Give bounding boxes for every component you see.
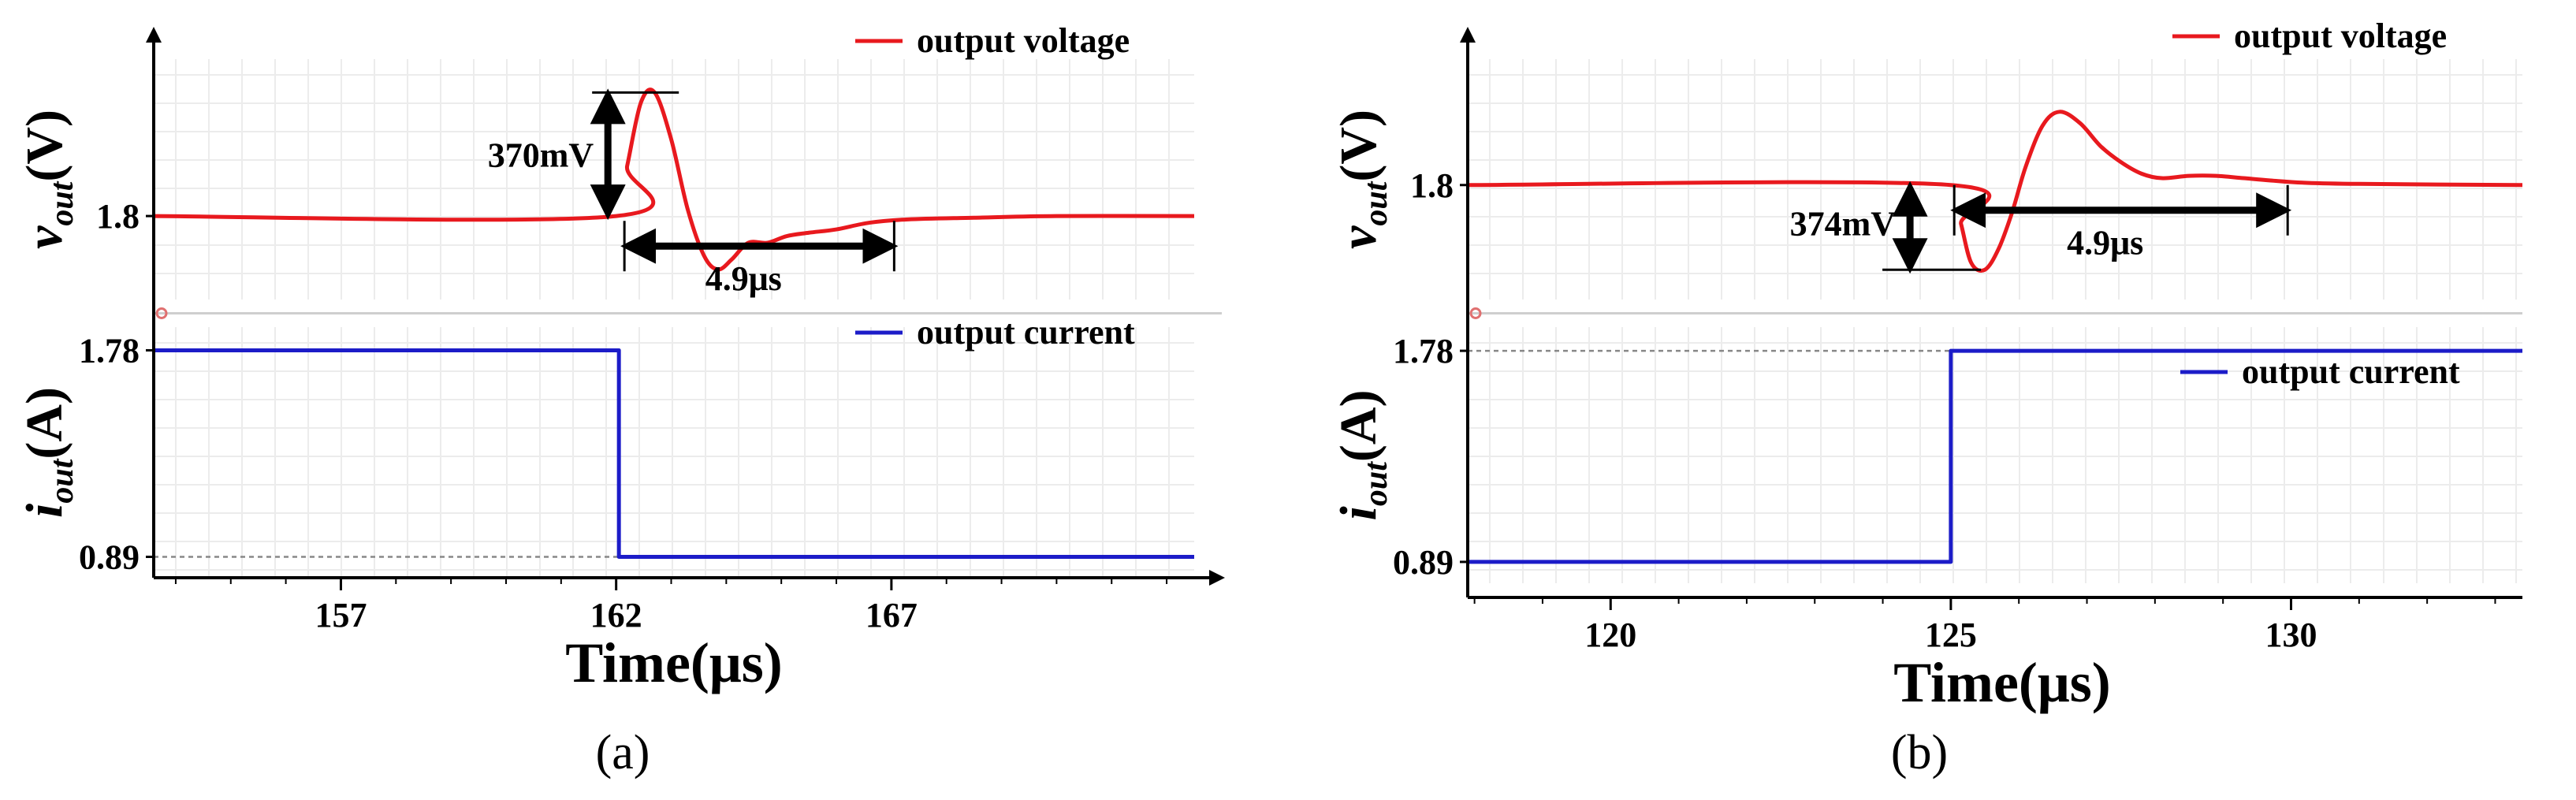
- grid: [154, 327, 1194, 578]
- legend-label: output current: [2242, 352, 2460, 391]
- panel-caption: (a): [596, 726, 650, 780]
- x-axis-label: Time(μs): [1893, 651, 2110, 714]
- y-label-subscript: out: [1358, 461, 1394, 506]
- legend: output voltage: [2172, 17, 2447, 55]
- y-tick-label: 1.78: [79, 331, 140, 370]
- subplot-current: output current 0.89 1.78 iout(A): [16, 313, 1194, 578]
- y-label-main: i: [1330, 506, 1387, 521]
- y-label-main: v: [1330, 225, 1387, 249]
- annotation-horizontal: 4.9μs: [620, 221, 899, 298]
- annotation-horizontal: 4.9μs: [1950, 184, 2292, 262]
- y-axis-label: vout(V): [16, 110, 80, 249]
- x-tick-label: 157: [315, 596, 367, 634]
- x-tick-label: 120: [1584, 616, 1636, 654]
- grid: [1468, 327, 2522, 583]
- y-label-main: i: [16, 503, 73, 518]
- panel-caption: (b): [1891, 726, 1948, 780]
- subplot-voltage: output voltage 1.8 vout(V) 374mV 4.9μs: [1330, 17, 2523, 300]
- y-axis-label: iout(A): [1330, 390, 1394, 521]
- annotation-label: 370mV: [488, 136, 594, 175]
- annotation-label: 4.9μs: [705, 259, 782, 298]
- series-line-output-voltage: [153, 87, 1195, 272]
- marker-dot: [1469, 307, 1482, 319]
- y-label-subscript: out: [44, 180, 80, 225]
- x-tick-label: 167: [865, 596, 918, 634]
- legend: output current: [2180, 352, 2460, 391]
- grid: [1468, 59, 2522, 300]
- annotation-label: 4.9μs: [2067, 224, 2143, 262]
- annotation-vertical: 370mV: [488, 88, 679, 221]
- x-tick-label: 130: [2265, 616, 2317, 654]
- y-tick-label: 0.89: [79, 538, 140, 577]
- y-label-unit: (V): [1330, 110, 1387, 182]
- legend-label: output current: [917, 313, 1135, 352]
- series-line-output-voltage: [1467, 110, 2523, 273]
- y-label-subscript: out: [1358, 180, 1394, 225]
- y-label-unit: (V): [16, 110, 73, 182]
- y-tick-label: 1.8: [1410, 166, 1454, 205]
- y-tick-label: 1.78: [1393, 332, 1454, 370]
- subplot-current: output current 0.89 1.78 iout(A): [1330, 327, 2522, 583]
- panel-a: output voltage1.8vout(V)370mV4.9μsoutput…: [16, 21, 1225, 780]
- x-tick-label: 125: [1925, 616, 1977, 654]
- subplot-voltage: output voltage 1.8 vout(V) 370mV 4.9μs: [16, 21, 1195, 300]
- series-line-output-current: [1468, 348, 2522, 564]
- y-axis-label: vout(V): [1330, 110, 1394, 249]
- legend: output voltage: [855, 21, 1130, 60]
- x-tick-label: 162: [590, 596, 642, 634]
- y-axis-label: iout(A): [16, 387, 80, 518]
- y-label-subscript: out: [44, 458, 80, 503]
- legend-label: output voltage: [2234, 17, 2447, 55]
- annotation-label: 374mV: [1790, 205, 1897, 244]
- y-label-unit: (A): [16, 387, 73, 460]
- x-axis-label: Time(μs): [565, 631, 782, 694]
- legend: output current: [855, 313, 1135, 352]
- annotation-vertical: 374mV: [1790, 180, 1982, 274]
- y-label-unit: (A): [1330, 390, 1387, 463]
- marker-dot: [155, 307, 168, 319]
- grid: [154, 59, 1194, 300]
- y-tick-label: 1.8: [96, 197, 140, 236]
- y-label-main: v: [16, 225, 73, 249]
- y-tick-label: 0.89: [1393, 543, 1454, 582]
- legend-label: output voltage: [917, 21, 1130, 60]
- series-line-output-current: [154, 348, 1194, 559]
